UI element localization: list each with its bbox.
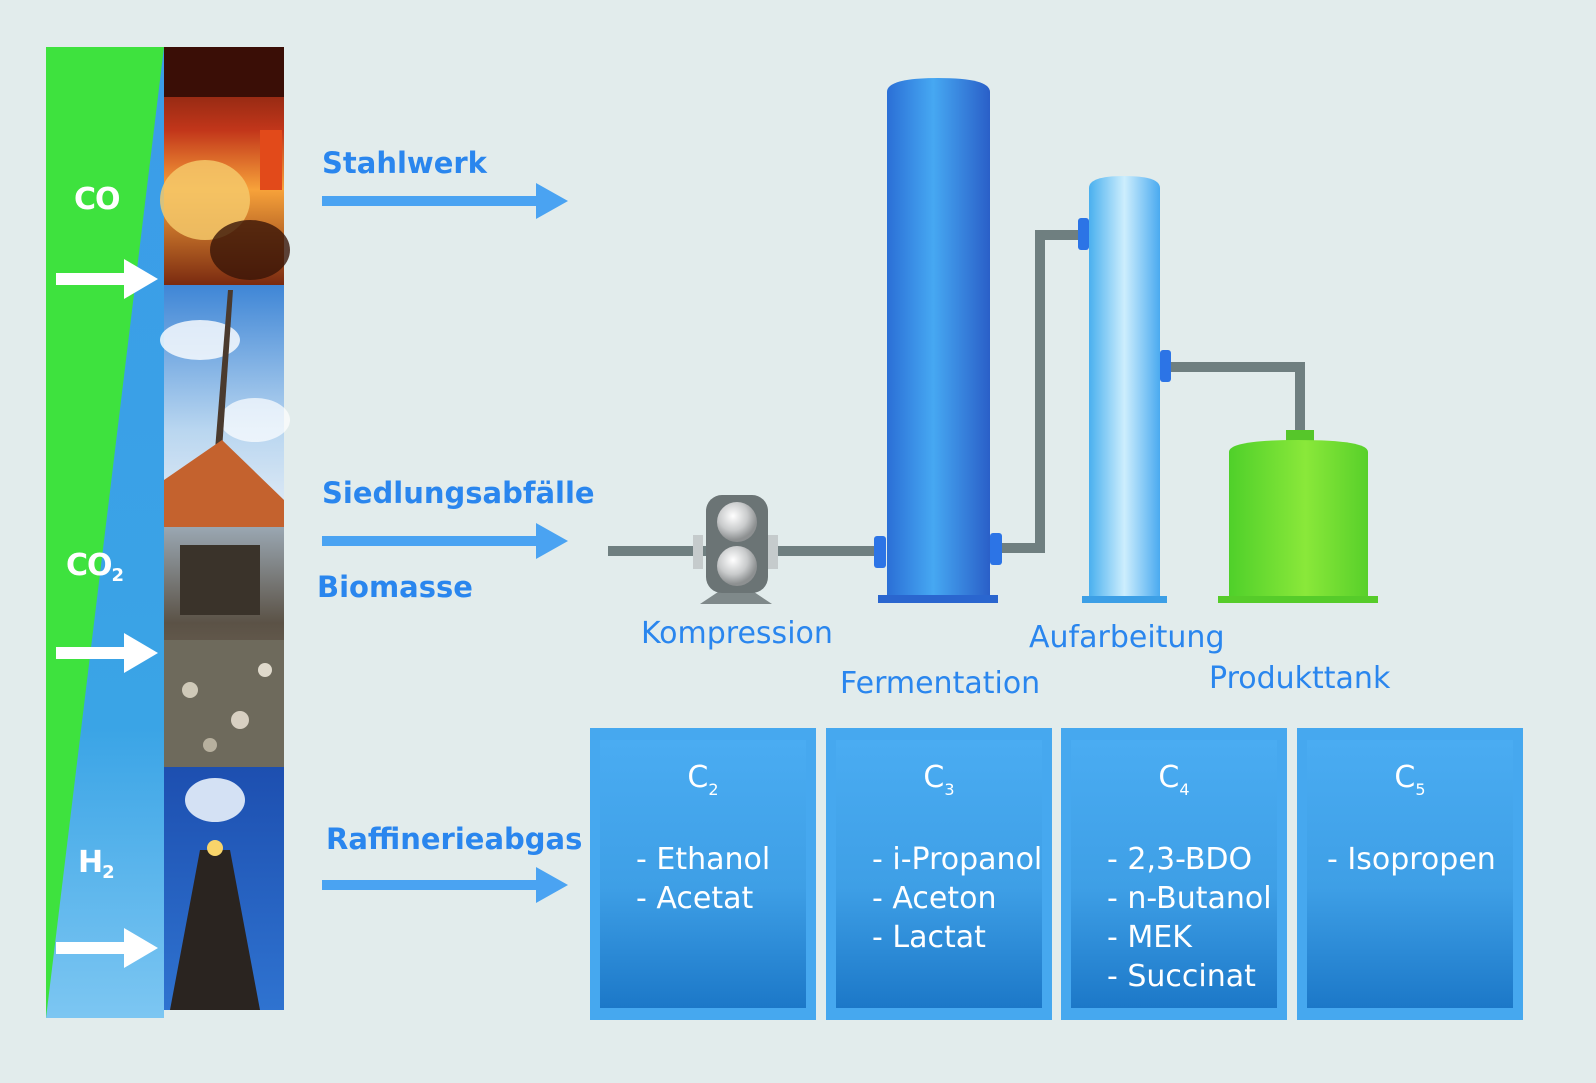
- refinery-photo: [164, 767, 284, 1010]
- product-item: Isopropen: [1327, 840, 1495, 879]
- product-box-c3: C3 i-Propanol Aceton Lactat: [826, 728, 1052, 1020]
- product-box-inner: C3 i-Propanol Aceton Lactat: [836, 740, 1042, 1008]
- product-box-c4: C4 2,3-BDO n-Butanol MEK Succinat: [1061, 728, 1287, 1020]
- product-box-c5: C5 Isopropen: [1297, 728, 1523, 1020]
- product-head: C4: [1158, 760, 1190, 799]
- gas-label-h2: H2: [78, 845, 115, 883]
- landfill-photo: [164, 527, 284, 767]
- product-box-inner: C5 Isopropen: [1307, 740, 1513, 1008]
- step-label-fermentation: Fermentation: [840, 666, 1041, 701]
- product-head: C3: [923, 760, 955, 799]
- product-item: Succinat: [1107, 957, 1272, 996]
- step-label-product-tank: Produkttank: [1209, 661, 1391, 696]
- processing-column-icon: [1078, 176, 1171, 603]
- gas-arrow-icon: [56, 259, 158, 299]
- compressor-icon: [693, 495, 778, 604]
- source-label-biomass: Biomasse: [317, 570, 473, 604]
- product-head: C2: [687, 760, 719, 799]
- product-item: MEK: [1107, 918, 1272, 957]
- gas-arrow-icon: [56, 633, 158, 673]
- source-label-municipal-waste: Siedlungsabfälle: [322, 476, 595, 510]
- product-box-c2: C2 Ethanol Acetat: [590, 728, 816, 1020]
- arrow-right-icon: [322, 867, 568, 903]
- product-item: n-Butanol: [1107, 879, 1271, 918]
- product-list: Isopropen: [1327, 840, 1495, 879]
- gas-arrow-icon: [56, 928, 158, 968]
- product-item: Ethanol: [636, 840, 770, 879]
- product-list: i-Propanol Aceton Lactat: [872, 840, 1042, 957]
- gas-composition-bar: [46, 47, 164, 1018]
- product-box-inner: C2 Ethanol Acetat: [600, 740, 806, 1008]
- product-head: C5: [1394, 760, 1426, 799]
- product-item: Lactat: [872, 918, 1042, 957]
- step-label-processing: Aufarbeitung: [1029, 620, 1225, 655]
- product-item: 2,3-BDO: [1107, 840, 1272, 879]
- arrow-right-icon: [322, 523, 568, 559]
- gas-label-co2: CO2: [66, 548, 124, 586]
- source-photo-strip: [160, 47, 290, 1010]
- product-box-inner: C4 2,3-BDO n-Butanol MEK Succinat: [1071, 740, 1277, 1008]
- source-arrows: [322, 183, 568, 903]
- product-item: Aceton: [872, 879, 1042, 918]
- arrow-right-icon: [322, 183, 568, 219]
- source-label-steelworks: Stahlwerk: [322, 146, 487, 180]
- steelworks-photo: [160, 47, 290, 285]
- gas-label-co: CO: [74, 182, 121, 217]
- fermentation-column-icon: [874, 78, 1002, 603]
- product-item: i-Propanol: [872, 840, 1042, 879]
- product-list: Ethanol Acetat: [636, 840, 770, 918]
- biomass-photo: [160, 285, 290, 527]
- product-tank-icon: [1218, 430, 1378, 603]
- step-label-compression: Kompression: [641, 616, 833, 651]
- product-list: 2,3-BDO n-Butanol MEK Succinat: [1107, 840, 1272, 996]
- source-label-refinery: Raffinerieabgas: [326, 822, 583, 856]
- product-item: Acetat: [636, 879, 770, 918]
